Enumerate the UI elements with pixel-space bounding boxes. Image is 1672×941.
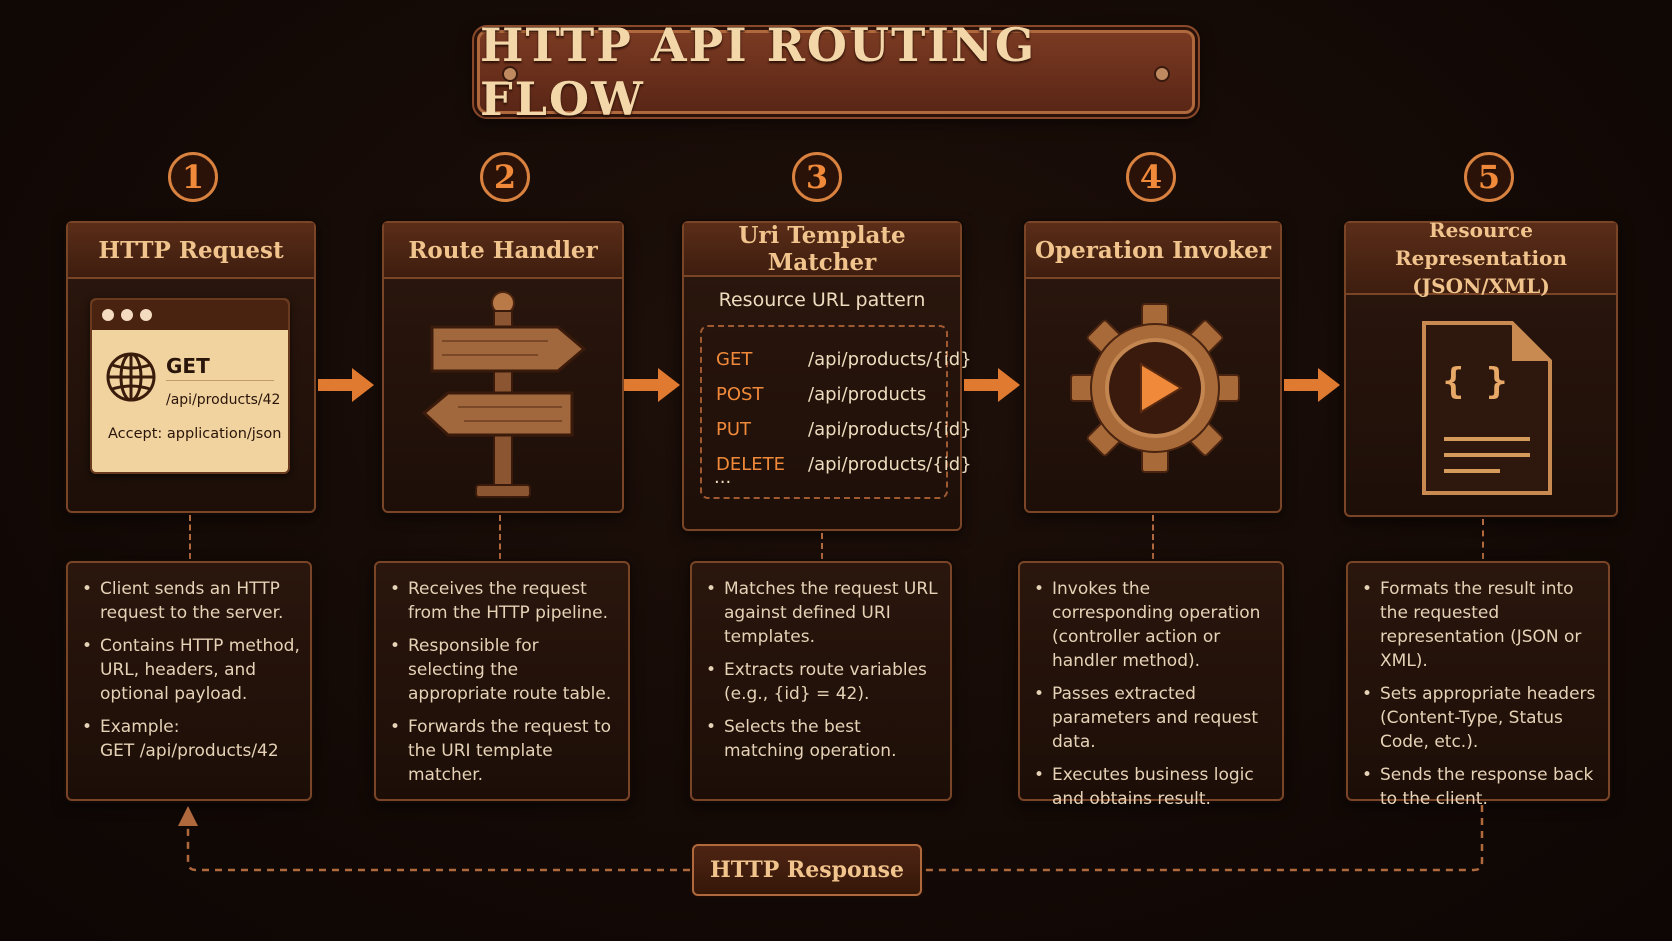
connector-line [1152, 515, 1154, 559]
bullet-item: Passes extracted parameters and request … [1034, 682, 1272, 754]
description-box-4: Invokes the corresponding operation (con… [1018, 561, 1284, 809]
page-title: HTTP API ROUTING FLOW [480, 18, 1037, 126]
bullet-item: Invokes the corresponding operation (con… [1034, 577, 1272, 673]
template-ellipsis: ... [714, 467, 732, 488]
stage-http-request: HTTP Request GET /api/products/42 Accept… [66, 221, 316, 513]
json-document-icon: { } [1420, 319, 1554, 497]
browser-window-icon: GET /api/products/42 Accept: application… [90, 298, 290, 474]
stage-uri-template-matcher: Uri Template Matcher Resource URL patter… [682, 221, 972, 531]
stage-header: Resource Representation (JSON/XML) [1346, 218, 1616, 298]
flow-arrow-icon [1284, 368, 1340, 402]
gear-play-icon [1070, 303, 1240, 473]
rivet-icon [502, 66, 518, 82]
description-box-1: Client sends an HTTP request to the serv… [66, 561, 312, 801]
stage-route-handler: Route Handler [382, 221, 624, 513]
flow-arrow-icon [624, 368, 680, 402]
bullet-item: Example: GET /api/products/42 [82, 715, 300, 763]
bullet-item: Forwards the request to the URI template… [390, 715, 618, 787]
bullet-item: Formats the result into the requested re… [1362, 577, 1598, 673]
step-number-3: 3 [792, 152, 842, 202]
bullet-item: Selects the best matching operation. [706, 715, 940, 763]
connector-line [189, 515, 191, 559]
title-banner: HTTP API ROUTING FLOW [477, 18, 1195, 126]
step-number-2: 2 [480, 152, 530, 202]
bullet-item: Executes business logic and obtains resu… [1034, 763, 1272, 811]
bullet-item: Receives the request from the HTTP pipel… [390, 577, 618, 625]
http-response-label: HTTP Response [692, 844, 922, 896]
step-number-1: 1 [168, 152, 218, 202]
braces-label: { } [1442, 361, 1508, 402]
bullet-item: Extracts route variables (e.g., {id} = 4… [706, 658, 940, 706]
description-box-5: Formats the result into the requested re… [1346, 561, 1610, 809]
step-number-4: 4 [1126, 152, 1176, 202]
step-number-5: 5 [1464, 152, 1514, 202]
bullet-item: Contains HTTP method, URL, headers, and … [82, 634, 300, 706]
rivet-icon [1154, 66, 1170, 82]
globe-icon [106, 352, 156, 402]
description-box-2: Receives the request from the HTTP pipel… [374, 561, 630, 801]
description-box-3: Matches the request URL against defined … [690, 561, 952, 801]
bullet-item: Responsible for selecting the appropriat… [390, 634, 618, 706]
bullet-item: Matches the request URL against defined … [706, 577, 940, 649]
flow-arrow-icon [318, 368, 374, 402]
pattern-title: Resource URL pattern [718, 289, 926, 311]
connector-line [1482, 519, 1484, 559]
flow-arrow-icon [964, 368, 1020, 402]
stage-operation-invoker: Operation Invoker [1024, 221, 1282, 513]
connector-line [821, 533, 823, 559]
stage-header: HTTP Request [68, 223, 314, 279]
signpost-icon [421, 291, 587, 498]
stage-header: Route Handler [384, 223, 622, 279]
stage-header: Uri Template Matcher [684, 222, 960, 277]
bullet-item: Client sends an HTTP request to the serv… [82, 577, 300, 625]
stage-resource-representation: Resource Representation (JSON/XML) { } [1344, 218, 1618, 517]
stage-header: Operation Invoker [1026, 223, 1280, 279]
request-accept-header: Accept: application/json [108, 426, 282, 442]
request-method: GET [166, 354, 210, 378]
request-path: /api/products/42 [166, 392, 281, 408]
connector-line [499, 515, 501, 559]
template-list: GET/api/products/{id} POST/api/products … [700, 325, 972, 499]
bullet-item: Sets appropriate headers (Content-Type, … [1362, 682, 1598, 754]
bullet-item: Sends the response back to the client. [1362, 763, 1598, 811]
